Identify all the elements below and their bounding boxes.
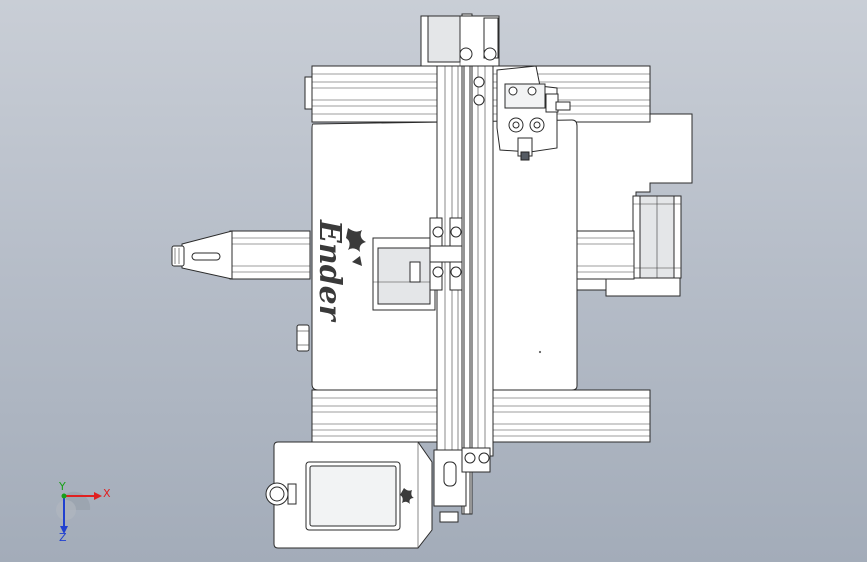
stepper-motor-right bbox=[632, 195, 682, 279]
brand-logo: Ender bbox=[312, 219, 366, 323]
axis-triad: X Y Z bbox=[56, 480, 111, 544]
stepper-motor-top bbox=[420, 15, 500, 106]
brand-label: Ender bbox=[312, 219, 347, 323]
z-lower-carriage bbox=[433, 447, 491, 523]
lcd-control-box bbox=[265, 441, 433, 549]
triad-y-axis bbox=[61, 493, 67, 499]
bed-leveling-knob bbox=[296, 324, 310, 352]
triad-z-label: Z bbox=[59, 531, 67, 544]
y-axis-extrusion bbox=[229, 230, 635, 280]
z-axis-gantry bbox=[436, 13, 494, 515]
triad-y-label: Y bbox=[58, 480, 66, 493]
triad-x-label: X bbox=[103, 487, 111, 500]
gantry-rollers bbox=[429, 217, 463, 291]
bed-carriage bbox=[372, 237, 436, 311]
y-tensioner bbox=[171, 230, 233, 280]
hotend-carriage bbox=[496, 65, 571, 161]
